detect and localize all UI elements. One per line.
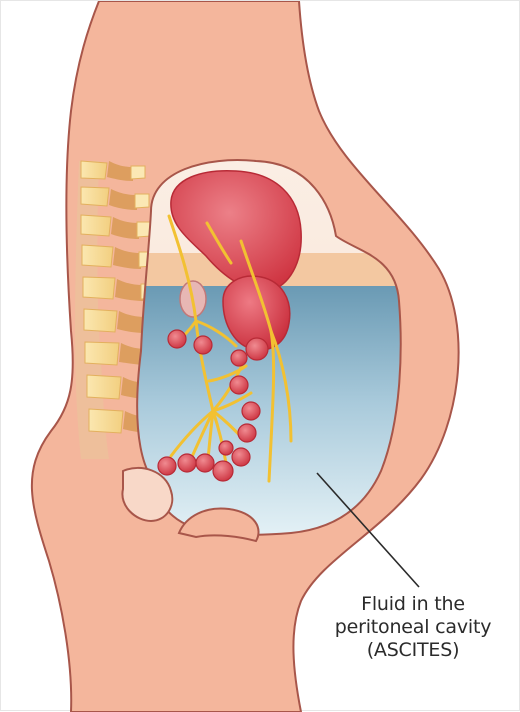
label-line-2: peritoneal cavity: [313, 616, 513, 639]
label-line-3: (ASCITES): [313, 639, 513, 662]
ascites-label: Fluid in the peritoneal cavity (ASCITES): [313, 593, 513, 662]
label-line-1: Fluid in the: [313, 593, 513, 616]
